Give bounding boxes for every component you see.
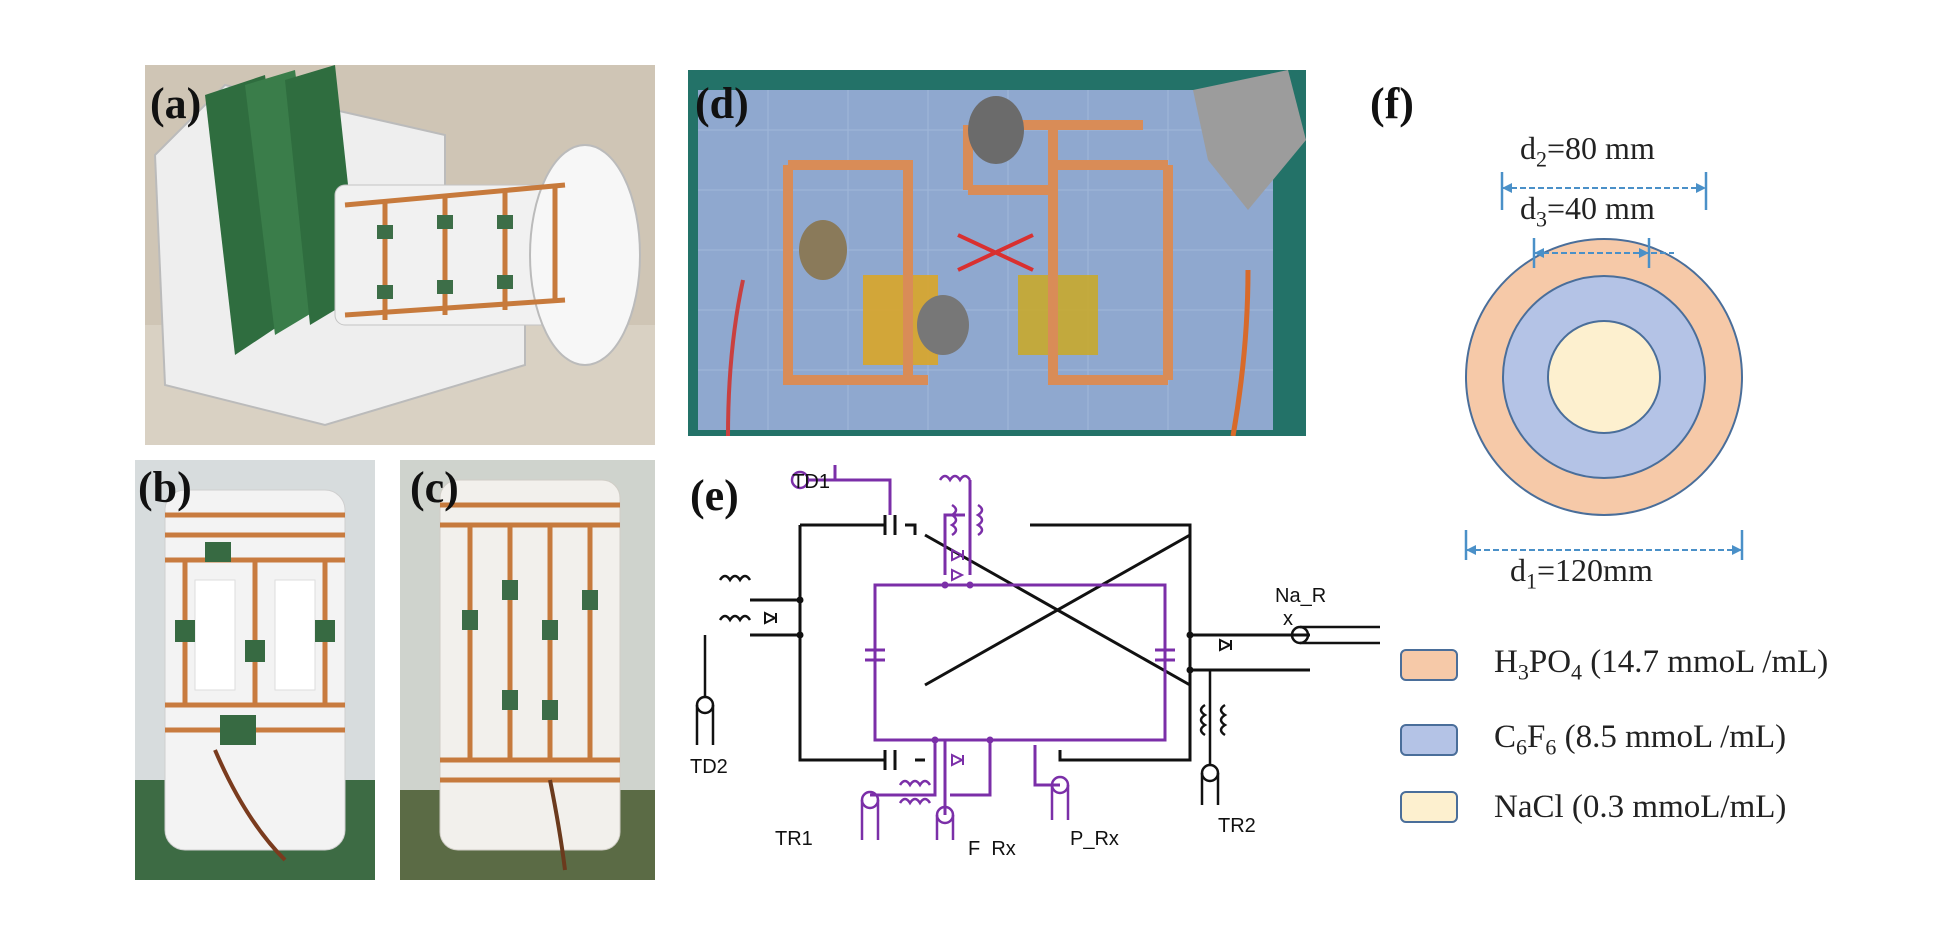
legend-item-h3po4: H3PO4 (14.7 mmoL /mL) xyxy=(1400,644,1829,685)
panel-label-b: (b) xyxy=(138,463,192,512)
label-na-r: Na_R xyxy=(1275,585,1326,607)
label-tr1: TR1 xyxy=(775,828,813,850)
label-na-x: x xyxy=(1283,608,1293,630)
panel-label-d: (d) xyxy=(695,79,749,128)
dim-label-d1: d1=120mm xyxy=(1510,552,1653,594)
legend-label-c6f6: C6F6 (8.5 mmoL /mL) xyxy=(1494,719,1787,760)
panel-label-f: (f) xyxy=(1370,79,1414,128)
photo-d-circuit-board xyxy=(688,70,1306,436)
panel-label-a: (a) xyxy=(150,79,202,128)
label-td1: TD1 xyxy=(792,471,830,493)
dim-label-d2: d2=80 mm xyxy=(1520,130,1655,172)
label-tr2: TR2 xyxy=(1218,815,1256,837)
phantom-diagram xyxy=(1464,172,1744,560)
photo-a-coil-housing xyxy=(145,65,655,445)
photo-c-birdcage-coil xyxy=(400,460,655,880)
inner-core xyxy=(1547,320,1661,434)
label-p-rx: P_Rx xyxy=(1070,828,1119,850)
legend-swatch-nacl xyxy=(1400,791,1458,823)
legend-swatch-c6f6 xyxy=(1400,724,1458,756)
legend-swatch-h3po4 xyxy=(1400,649,1458,681)
panel-label-c: (c) xyxy=(410,463,459,512)
purple-wiring xyxy=(808,465,1167,815)
legend-label-h3po4: H3PO4 (14.7 mmoL /mL) xyxy=(1494,644,1829,685)
circuit-schematic: TD1 TD2 TR1 F_Rx P_Rx TR2 Na_R x xyxy=(690,465,1380,855)
photo-b-birdcage-coil xyxy=(135,460,375,880)
legend-item-c6f6: C6F6 (8.5 mmoL /mL) xyxy=(1400,719,1787,760)
dim-label-d3: d3=40 mm xyxy=(1520,190,1655,232)
legend-label-nacl: NaCl (0.3 mmoL/mL) xyxy=(1494,788,1787,825)
panel-label-e: (e) xyxy=(690,471,739,520)
label-f-rx: F_Rx xyxy=(968,838,1016,855)
label-td2: TD2 xyxy=(690,756,728,778)
legend-item-nacl: NaCl (0.3 mmoL/mL) xyxy=(1400,787,1786,827)
